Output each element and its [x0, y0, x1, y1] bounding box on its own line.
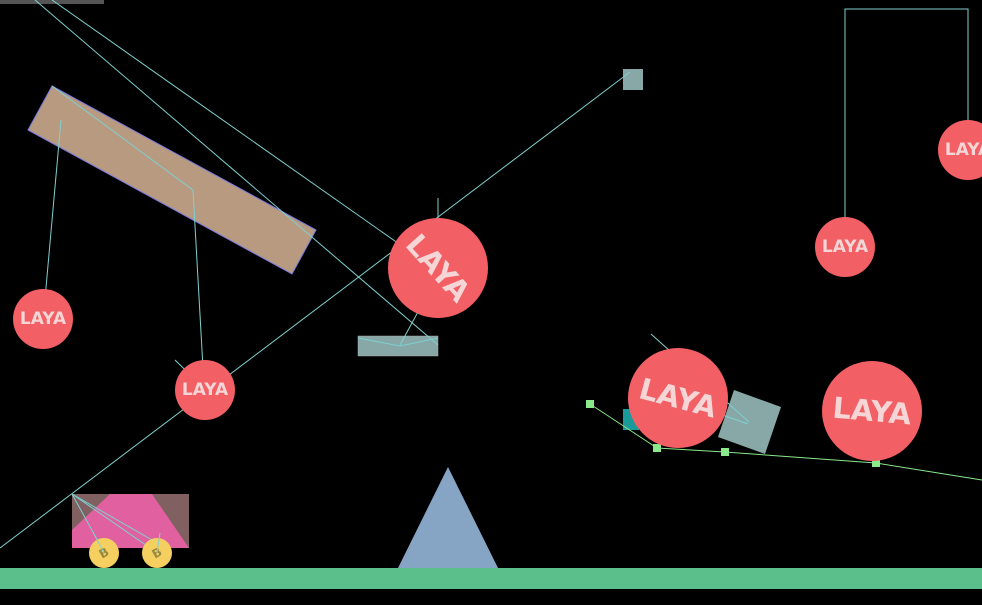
laya-ball[interactable]: LAYA: [938, 120, 982, 180]
laya-ball[interactable]: LAYA: [175, 360, 235, 420]
bridge-node[interactable]: [586, 400, 594, 408]
ball-circle[interactable]: [388, 218, 488, 318]
cart-joint-line: [156, 532, 161, 554]
hanging-rope: [844, 8, 969, 240]
bridge-node[interactable]: [721, 448, 729, 456]
rope-line: [357, 337, 401, 347]
ball-label: LAYA: [945, 140, 982, 160]
rope-line: [0, 71, 631, 549]
laya-ball[interactable]: LAYA: [13, 289, 73, 349]
laya-ball[interactable]: LAYA: [388, 218, 488, 318]
rope-line: [34, 0, 439, 346]
ball-circle[interactable]: [13, 289, 73, 349]
bridge-node[interactable]: [872, 459, 880, 467]
bridge-nodes[interactable]: [586, 400, 880, 467]
small-box-top[interactable]: [623, 69, 643, 90]
rotated-box[interactable]: [718, 390, 781, 454]
laya-balls[interactable]: LAYA LAYA LAYA LAYA LAYA LAYA: [13, 120, 982, 461]
rope-line: [51, 0, 403, 247]
triangle-obstacle[interactable]: [398, 467, 498, 568]
rope-line: [192, 189, 205, 387]
cart-joint-line: [93, 533, 105, 554]
ball-circle[interactable]: [822, 361, 922, 461]
bridge-node[interactable]: [653, 444, 661, 452]
tilted-plank[interactable]: [27, 85, 317, 275]
ball-label: LAYA: [20, 309, 67, 329]
cart-side: [152, 494, 189, 548]
ball-circle[interactable]: [175, 360, 235, 420]
ground-platform: [0, 568, 982, 589]
ball-label: LAYA: [831, 391, 913, 432]
laya-ball[interactable]: LAYA: [628, 348, 728, 448]
ball-circle[interactable]: [815, 217, 875, 277]
cart-joint-line: [71, 493, 157, 553]
ball-label: LAYA: [822, 237, 869, 257]
ball-label: LAYA: [182, 380, 229, 400]
laya-ball[interactable]: LAYA: [815, 217, 875, 277]
cart-side-left: [72, 494, 110, 530]
rope-line: [43, 119, 62, 311]
cart[interactable]: [72, 494, 189, 548]
rope-line: [51, 85, 194, 191]
debug-strip: [0, 0, 104, 4]
ball-circle[interactable]: [628, 348, 728, 448]
rope-line: [399, 337, 439, 347]
wheel-joint-lines: [93, 532, 161, 554]
ball-circle[interactable]: [938, 120, 982, 180]
cart-joint-line: [71, 493, 153, 541]
laya-ball[interactable]: LAYA: [822, 361, 922, 461]
